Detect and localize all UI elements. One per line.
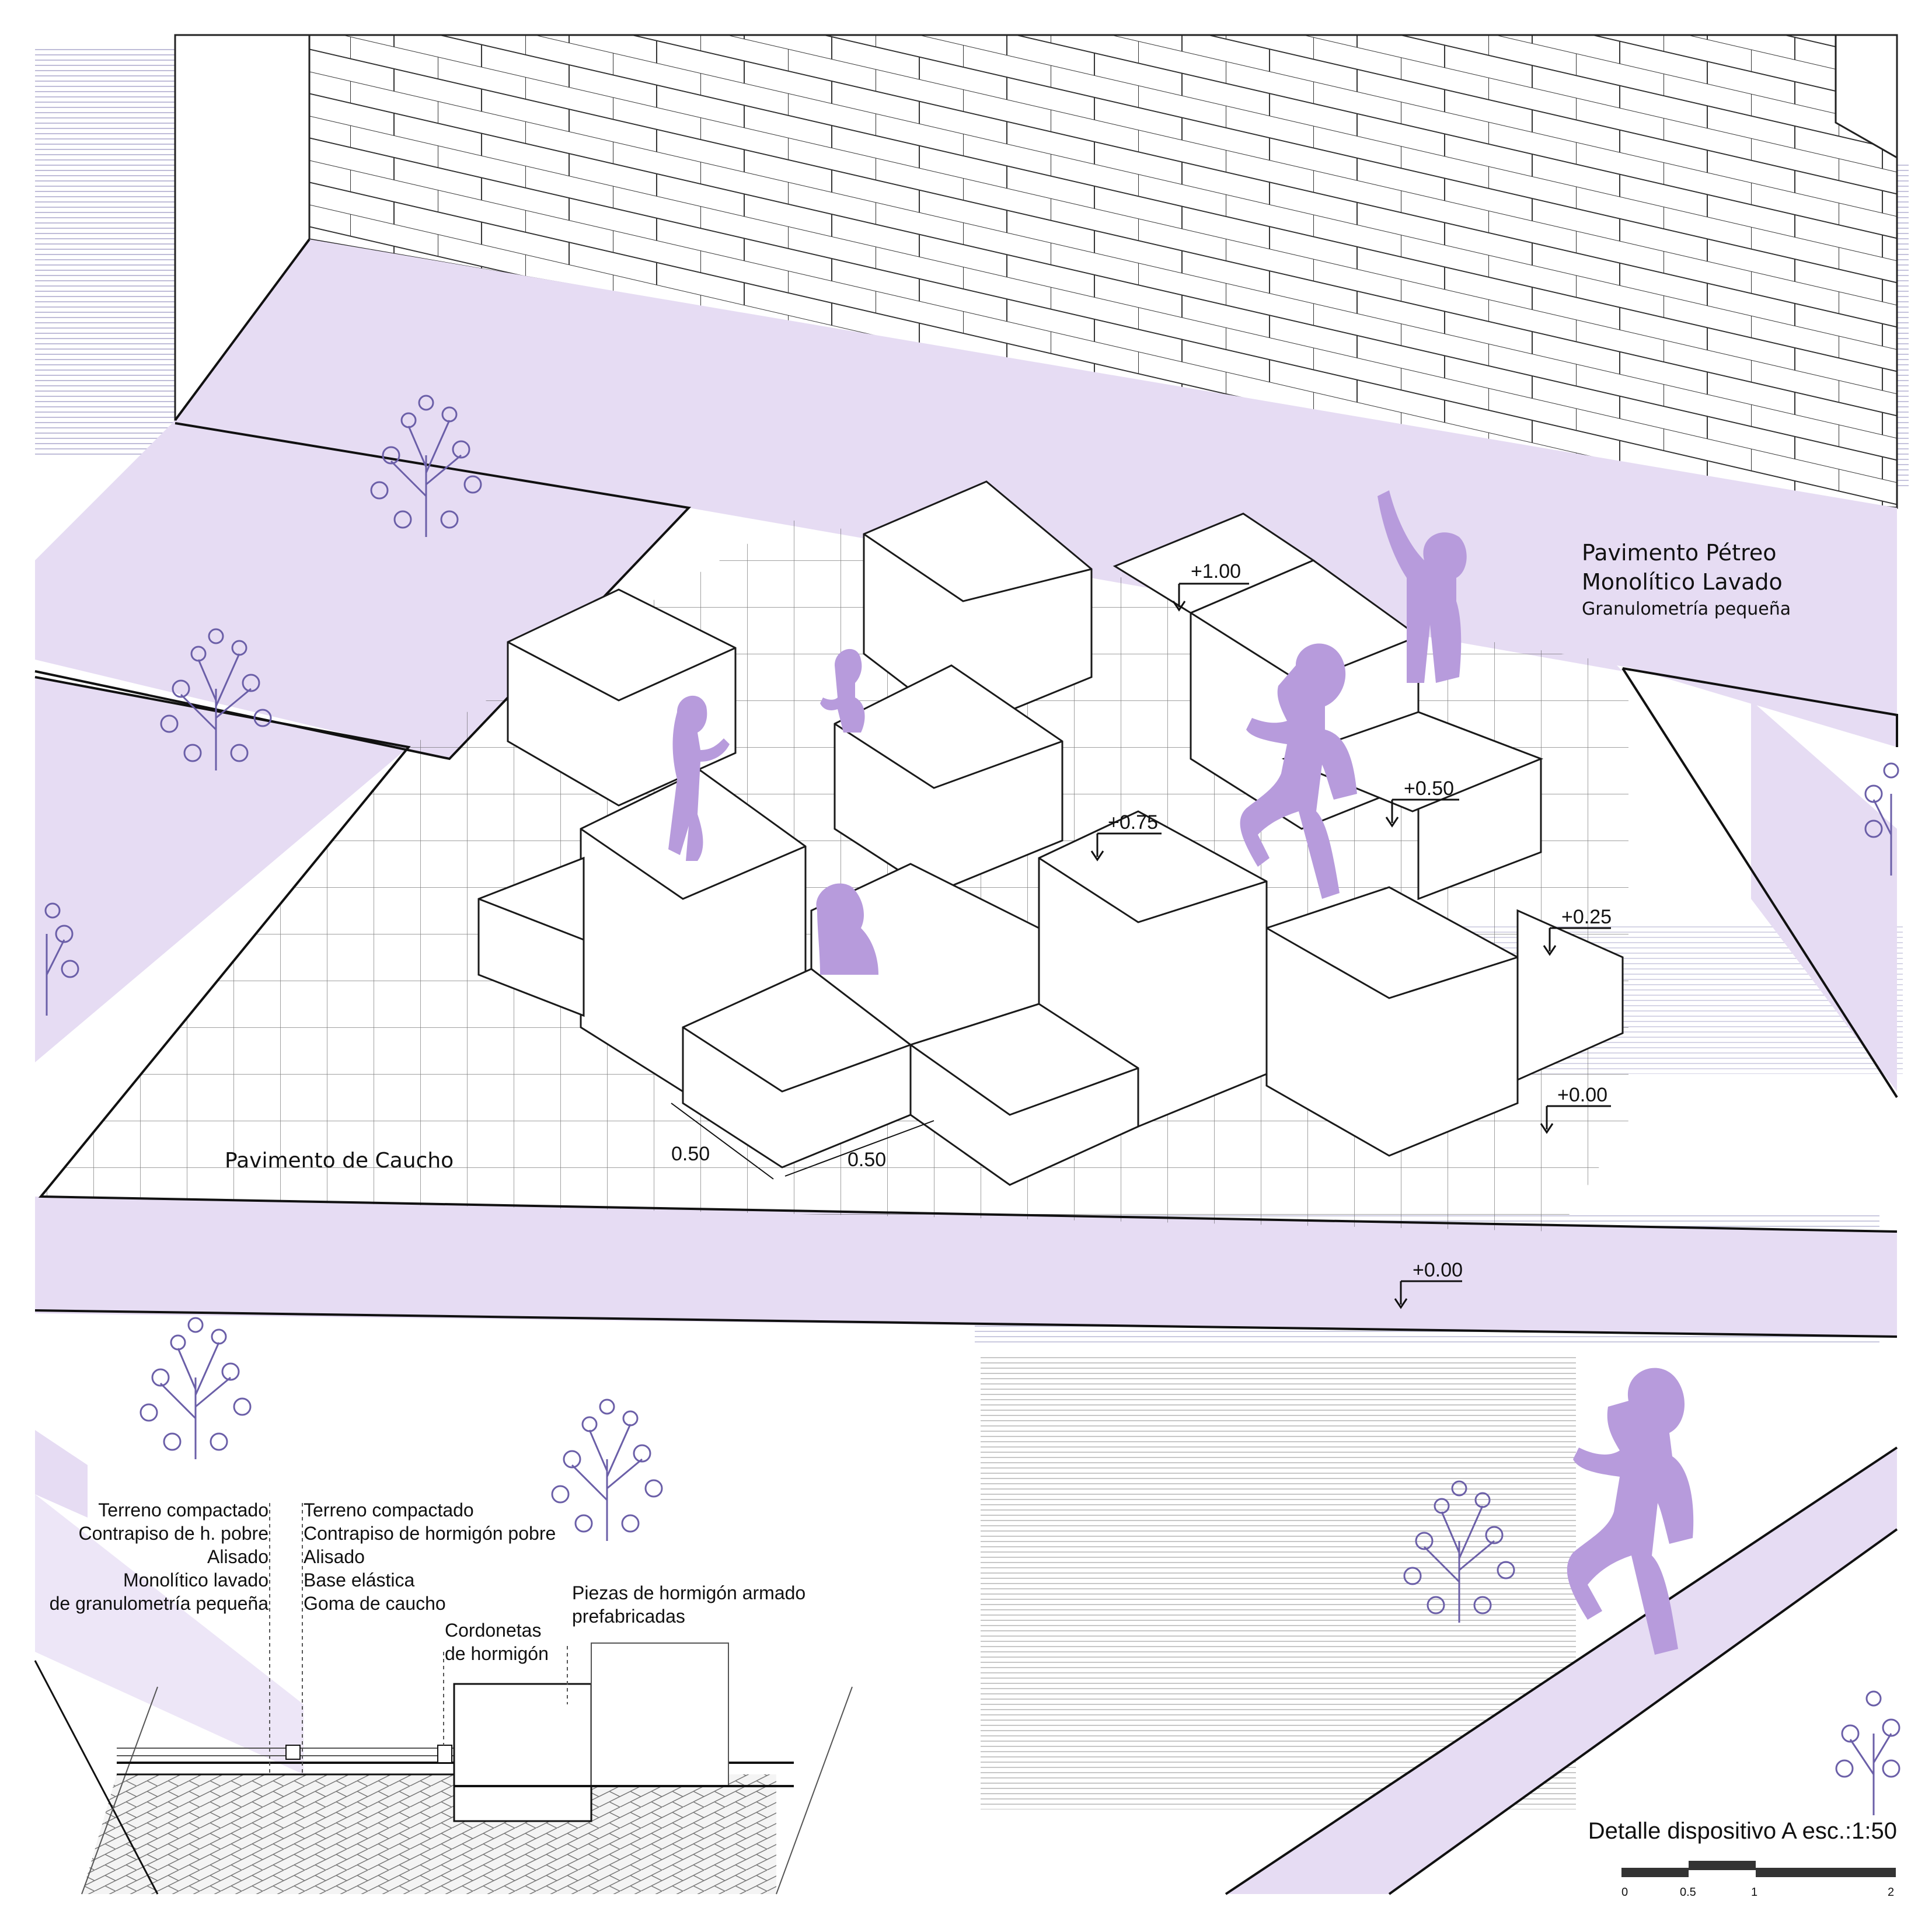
brick-wall <box>174 34 1898 509</box>
scale-tick: 1 <box>1751 1886 1757 1899</box>
level-label: +1.00 <box>1191 560 1241 583</box>
level-marker-025: +0.25 <box>1543 906 1612 956</box>
note-line: de hormigón <box>445 1643 549 1664</box>
note-line: Contrapiso de h. pobre <box>78 1523 268 1544</box>
child-figure <box>1240 643 1357 899</box>
dimension-lines: 0.50 0.50 <box>671 1103 934 1180</box>
tree-icon <box>1835 1690 1900 1815</box>
tree-icon <box>44 902 79 1016</box>
level-label: +0.00 <box>1413 1259 1463 1281</box>
level-label: +0.25 <box>1561 906 1612 928</box>
note-line: Goma de caucho <box>304 1593 446 1614</box>
stone-pavement-label-2: Monolítico Lavado <box>1582 569 1783 595</box>
child-figure <box>816 883 878 975</box>
note-line: Contrapiso de hormigón pobre <box>304 1523 556 1544</box>
level-marker-100: +1.00 <box>1172 560 1249 612</box>
dimension-label: 0.50 <box>848 1149 886 1171</box>
child-silhouettes <box>668 490 1694 1655</box>
level-marker-075: +0.75 <box>1090 811 1162 862</box>
note-line: Terreno compactado <box>98 1499 268 1521</box>
tree-icon <box>140 1317 252 1459</box>
section-notes-left: Terreno compactado Contrapiso de h. pobr… <box>50 1499 269 1614</box>
path-outlines <box>34 238 1898 1895</box>
tree-icon <box>551 1399 663 1541</box>
level-label: +0.00 <box>1557 1084 1607 1106</box>
tree-icon <box>160 628 272 770</box>
note-line: de granulometría pequeña <box>50 1593 269 1614</box>
note-line: Monolítico lavado <box>123 1570 268 1591</box>
construction-section <box>34 1494 853 1895</box>
note-line: Cordonetas <box>445 1620 541 1641</box>
dimension-label: 0.50 <box>671 1143 710 1165</box>
scale-tick: 0.5 <box>1680 1886 1696 1899</box>
note-line: Alisado <box>207 1546 268 1567</box>
scale-bar: 0 0.5 1 2 <box>1621 1861 1896 1899</box>
note-line: Alisado <box>304 1546 365 1567</box>
child-figure <box>1377 490 1467 683</box>
level-marker-000-a: +0.00 <box>1540 1084 1611 1134</box>
level-label: +0.75 <box>1108 811 1158 834</box>
level-marker-050: +0.50 <box>1385 777 1459 828</box>
tree-icon <box>1403 1480 1515 1623</box>
rubber-pavement-label: Pavimento de Caucho <box>225 1149 454 1173</box>
child-figure <box>1567 1368 1694 1655</box>
material-labels: Pavimento Pétreo Monolítico Lavado Granu… <box>225 540 1791 1173</box>
note-line: Base elástica <box>304 1570 415 1591</box>
section-notes-pieces: Piezas de hormigón armado prefabricadas <box>572 1582 805 1627</box>
stone-pavement-label-1: Pavimento Pétreo <box>1582 540 1777 566</box>
trees <box>44 395 1900 1815</box>
stone-pavement-label-3: Granulometría pequeña <box>1582 599 1791 619</box>
note-line: Terreno compactado <box>304 1499 474 1521</box>
child-figure <box>820 648 865 733</box>
drawing-title: Detalle dispositivo A esc.:1:50 <box>1588 1818 1897 1844</box>
child-figure <box>668 695 730 861</box>
level-marker-000-b: +0.00 <box>1394 1259 1463 1309</box>
section-notes-middle: Terreno compactado Contrapiso de hormigó… <box>304 1499 556 1614</box>
note-line: prefabricadas <box>572 1606 685 1627</box>
scale-tick: 2 <box>1888 1886 1894 1899</box>
section-notes-curbs: Cordonetas de hormigón <box>445 1620 549 1664</box>
level-markers: +1.00 +0.75 +0.50 +0.25 +0.00 +0.00 <box>1090 560 1612 1309</box>
tree-icon <box>1864 762 1899 876</box>
scale-tick: 0 <box>1621 1886 1628 1899</box>
note-line: Piezas de hormigón armado <box>572 1582 805 1603</box>
tree-icon <box>370 395 482 537</box>
stepped-blocks <box>477 480 1624 1186</box>
level-label: +0.50 <box>1404 777 1454 800</box>
